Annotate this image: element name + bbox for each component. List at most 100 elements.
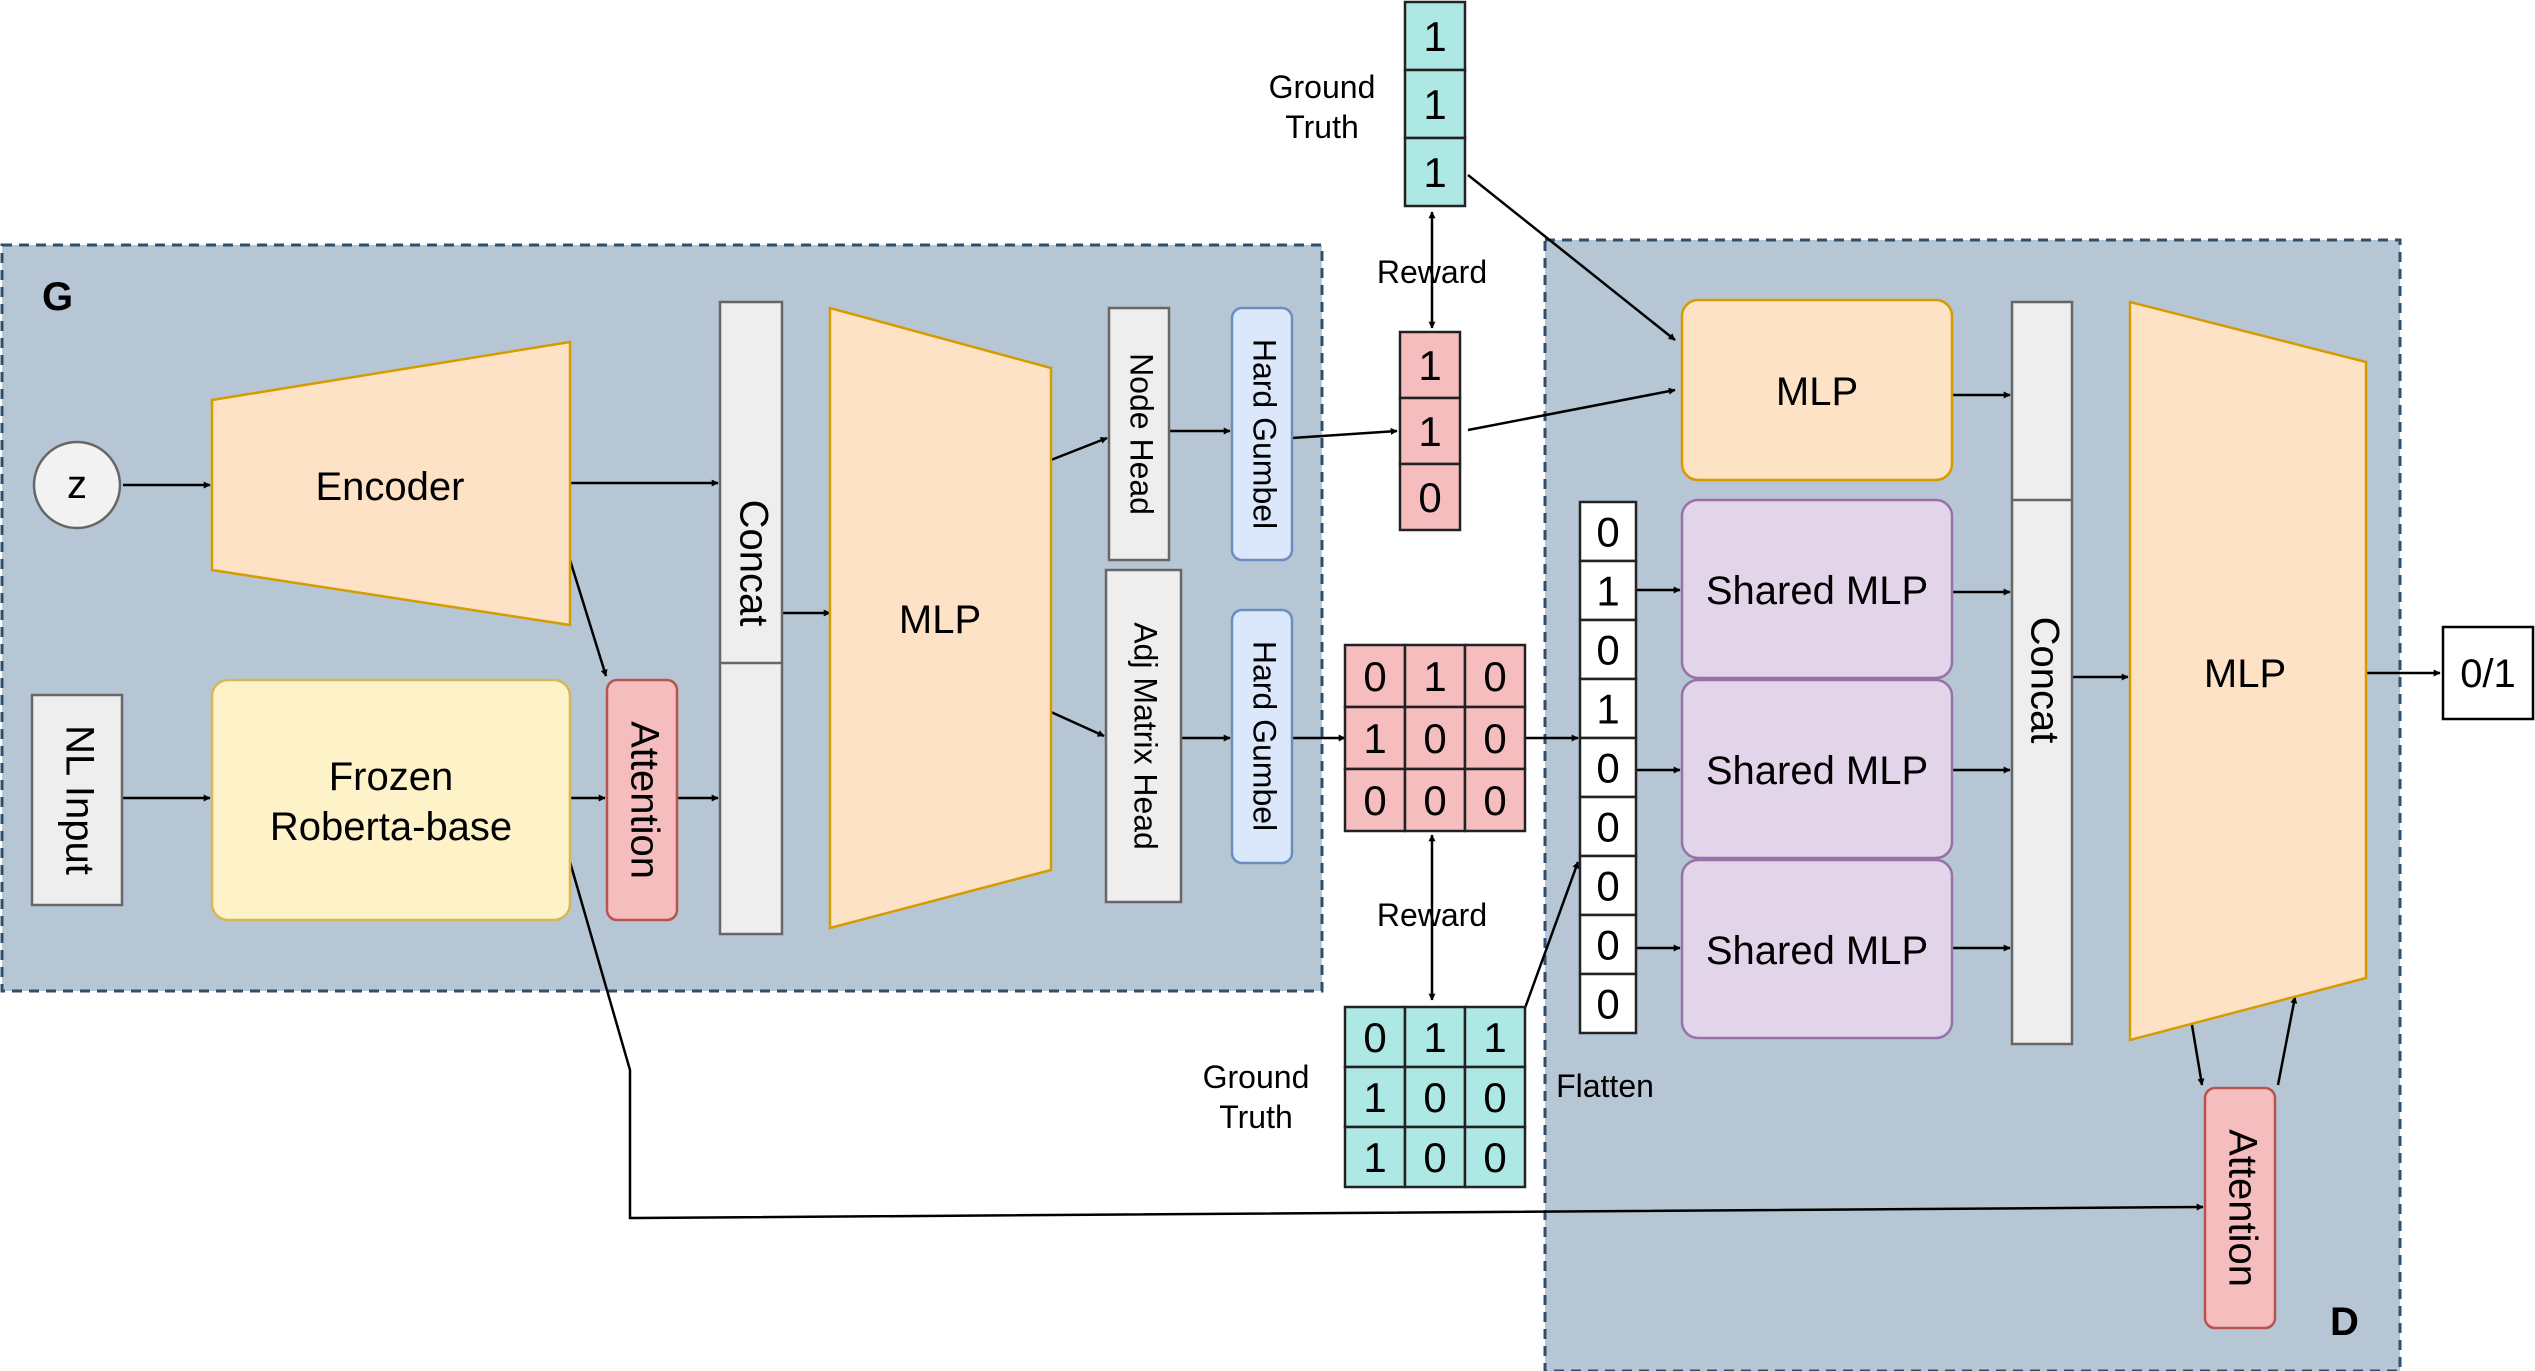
gt-adj-cell-value: 0 — [1423, 1134, 1446, 1181]
flatten-cell — [1578, 618, 1638, 681]
pred-adj-cell — [1463, 643, 1527, 709]
disc-mlp-top-block: MLP — [1680, 298, 1954, 482]
generator-concat-box — [718, 300, 784, 936]
encoder-block: Encoder — [210, 340, 572, 627]
disc-attention-box — [2203, 1086, 2277, 1330]
reward-bottom-label: Reward — [1377, 897, 1487, 933]
adj-gumbel-block: Hard Gumbel — [1230, 608, 1294, 865]
gt-bottom-label-line2: Truth — [1219, 1099, 1293, 1135]
flatten-cell-value: 0 — [1596, 745, 1619, 792]
disc-mlp-top-label: MLP — [1776, 370, 1858, 414]
shared-mlp-2-label: Shared MLP — [1706, 749, 1928, 793]
gt-node-cell — [1403, 68, 1467, 140]
gt-adj-cell-value: 1 — [1363, 1134, 1386, 1181]
flatten-cell — [1578, 913, 1638, 976]
roberta-box — [210, 678, 572, 922]
predicted-node-vector: 1 1 0 — [1398, 330, 1462, 532]
flatten-cell-value: 0 — [1596, 922, 1619, 969]
gt-adj-cell-value: 0 — [1423, 1074, 1446, 1121]
z-circle — [32, 440, 122, 530]
shared-mlp-1-box — [1680, 498, 1954, 680]
disc-concat-label: Concat — [2022, 617, 2066, 744]
arrow-disc-mlp-to-attention — [2190, 1024, 2205, 1086]
gt-bottom-label-line1: Ground — [1203, 1059, 1310, 1095]
flatten-cell-value: 0 — [1596, 863, 1619, 910]
gt-node-cell-value: 1 — [1423, 13, 1446, 60]
output-box — [2441, 625, 2535, 721]
shared-mlp-3: Shared MLP — [1680, 858, 1954, 1040]
pred-adj-cell — [1343, 705, 1407, 771]
disc-mlp-label: MLP — [2204, 652, 2286, 696]
generator-mlp-label: MLP — [899, 598, 981, 642]
adj-head-block: Adj Matrix Head — [1104, 568, 1183, 904]
gt-top-label-line2: Truth — [1285, 109, 1359, 145]
pred-node-cell-value: 0 — [1418, 474, 1441, 521]
encoder-shape — [210, 340, 572, 627]
pred-adj-cell-value: 0 — [1423, 777, 1446, 824]
roberta-label-line1: Frozen — [329, 755, 454, 799]
disc-attention-label: Attention — [2220, 1129, 2264, 1287]
pred-adj-cell-value: 1 — [1363, 715, 1386, 762]
shared-mlp-3-label: Shared MLP — [1706, 929, 1928, 973]
node-gumbel-block: Hard Gumbel — [1230, 306, 1294, 562]
gt-node-cell — [1403, 0, 1467, 72]
flatten-cell-value: 1 — [1596, 686, 1619, 733]
adj-head-box — [1104, 568, 1183, 904]
gt-adj-cell — [1403, 1065, 1467, 1129]
generator-concat-block: Concat — [718, 300, 784, 936]
shared-mlp-3-box — [1680, 858, 1954, 1040]
shared-mlp-2: Shared MLP — [1680, 678, 1954, 860]
gt-adj-cell — [1343, 1125, 1407, 1189]
pred-adj-cell — [1343, 643, 1407, 709]
generator-concat-label: Concat — [731, 500, 775, 627]
gt-adj-cell — [1463, 1005, 1527, 1069]
nl-input-label: NL Input — [57, 725, 101, 875]
nl-input-box — [30, 693, 124, 907]
shared-mlp-1: Shared MLP — [1680, 498, 1954, 680]
arrow-mlp-to-node-head — [1050, 436, 1108, 462]
flatten-cell — [1578, 972, 1638, 1035]
arrow-roberta-to-disc-attention — [568, 861, 2204, 1220]
node-head-box — [1107, 306, 1171, 562]
pred-node-cell-value: 1 — [1418, 408, 1441, 455]
output-block: 0/1 — [2441, 625, 2535, 721]
pred-adj-cell-value: 0 — [1483, 653, 1506, 700]
nl-input-block: NL Input — [30, 693, 124, 907]
pred-adj-cell-value: 0 — [1483, 715, 1506, 762]
connectors — [123, 174, 2441, 1220]
pred-adj-cell-value: 0 — [1363, 653, 1386, 700]
flatten-cell-value: 0 — [1596, 981, 1619, 1028]
roberta-block: Frozen Roberta-base — [210, 678, 572, 922]
arrow-mlp-to-adj-head — [1050, 710, 1105, 738]
pred-adj-cell-value: 0 — [1363, 777, 1386, 824]
node-head-label: Node Head — [1124, 353, 1160, 515]
z-label: z — [67, 463, 87, 507]
flatten-cell-value: 0 — [1596, 627, 1619, 674]
reward-top-label: Reward — [1377, 254, 1487, 290]
gt-adj-cell-value: 0 — [1483, 1074, 1506, 1121]
arrow-attention-to-disc-mlp — [2276, 996, 2298, 1086]
ground-truth-node-vector: 111 — [1403, 0, 1467, 208]
pred-adj-cell-value: 0 — [1483, 777, 1506, 824]
disc-attention-block: Attention — [2203, 1086, 2277, 1330]
adj-gumbel-label: Hard Gumbel — [1247, 641, 1283, 831]
flatten-cell — [1578, 736, 1638, 799]
gt-adj-cell-value: 0 — [1363, 1014, 1386, 1061]
adj-gumbel-box — [1230, 608, 1294, 865]
pred-adj-cell — [1403, 705, 1467, 771]
flatten-cell — [1578, 854, 1638, 917]
roberta-label-line2: Roberta-base — [270, 805, 512, 849]
gt-top-label-line1: Ground — [1269, 69, 1376, 105]
output-label: 0/1 — [2460, 652, 2516, 696]
gt-adj-cell — [1463, 1125, 1527, 1189]
pred-adj-cell — [1463, 767, 1527, 833]
flatten-cell-value: 0 — [1596, 804, 1619, 851]
generator-mlp-block: MLP — [828, 306, 1053, 930]
disc-mlp-shape — [2128, 300, 2368, 1042]
arrow-gt-adj-to-flatten — [1523, 861, 1580, 1009]
flatten-cell — [1578, 795, 1638, 858]
pred-node-cell-value: 1 — [1418, 342, 1441, 389]
